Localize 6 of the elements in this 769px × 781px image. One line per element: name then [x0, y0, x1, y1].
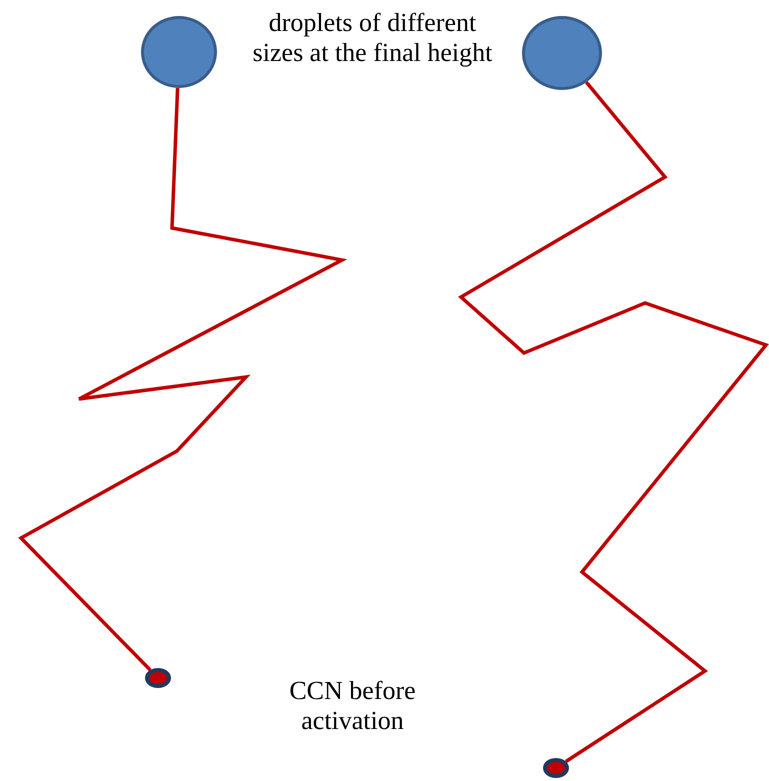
annotation-text: droplets of different sizes at the final height — [252, 8, 494, 68]
trajectory-line — [18, 88, 348, 672]
particle-dot — [543, 758, 569, 778]
trajectory-line — [458, 81, 769, 763]
annotation-text: CCN before activation — [288, 676, 417, 736]
particle-dot — [145, 668, 171, 688]
